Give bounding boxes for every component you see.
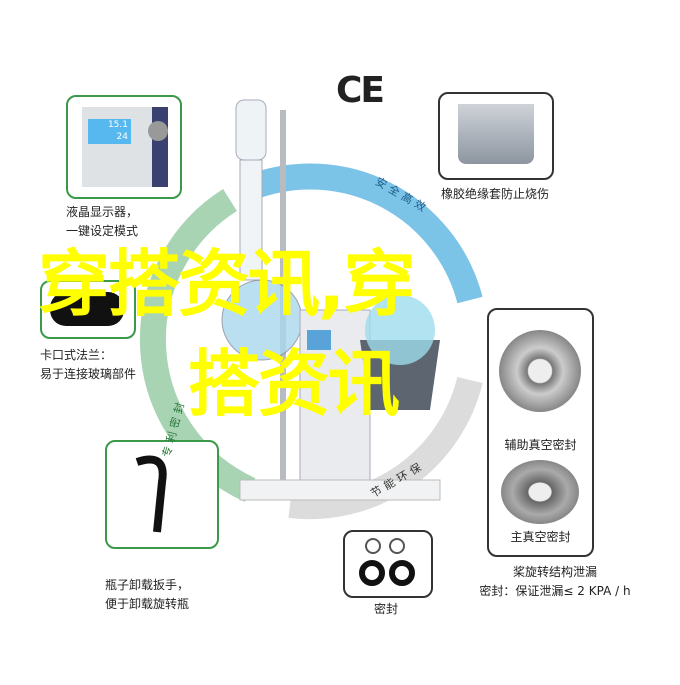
rubber-sleeve-box [438,92,554,180]
overlay-text-line2: 搭资讯 [188,342,400,426]
wrench-caption-1: 瓶子卸载扳手， [105,578,190,592]
lcd-value-1: 15.1 [107,120,128,130]
ring-arc-bottom [288,376,483,520]
rotary-evaporator-image [221,99,441,501]
main-seal-caption: 主真空密封 [510,530,571,544]
seal-box [343,530,433,598]
overlay-text-line1: 穿搭资讯,穿 [38,242,415,326]
wrench-box [105,440,219,549]
lcd-caption-1: 液晶显示器， [66,205,139,219]
lcd-value-2: 24 [116,132,128,142]
flange-box [40,280,136,339]
lcd-panel-box: 15.1 24 [66,95,182,199]
leak-caption-2: 密封：保证泄漏≤ 2 KPA / h [479,584,631,598]
rubber-caption: 橡胶绝缘套防止烧伤 [440,187,549,201]
aux-seal-caption: 辅助真空密封 [504,438,577,452]
leak-caption-1: 桨旋转结构泄漏 [512,565,597,579]
flange-caption-2: 易于连接玻璃部件 [40,367,137,381]
ce-mark: CE [336,70,385,111]
seal-caption: 密封 [373,602,398,616]
vacuum-seal-box: 辅助真空密封 主真空密封 [487,308,594,557]
flange-caption-1: 卡口式法兰： [40,348,113,362]
lcd-caption-2: 一键设定模式 [66,224,139,238]
wrench-caption-2: 便于卸载旋转瓶 [105,597,190,611]
